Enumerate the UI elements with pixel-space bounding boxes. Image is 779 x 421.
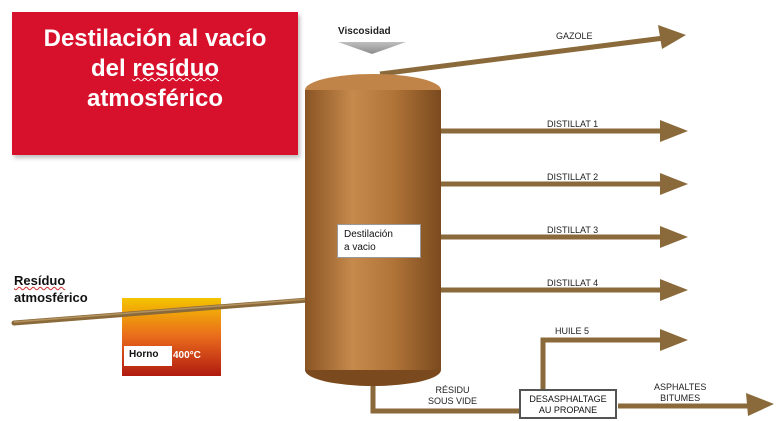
title-box: Destilación al vacío del resíduo atmosfé… [12,12,298,155]
output-label-distillat-1: DISTILLAT 1 [547,119,599,129]
furnace-label: Horno [124,346,172,366]
viscosity-indicator [338,42,406,54]
deasphalting-line-2: AU PROPANE [538,405,598,415]
residue-label-line-2: SOUS VIDE [428,396,478,406]
arrow-asphalt [746,393,774,416]
pipe-residue [370,384,520,414]
feed-label-line-2: atmosférico [14,290,88,305]
feed-pipe-highlight [13,298,309,323]
arrow-distillat-2 [660,173,688,195]
output-label-huile-5: HUILE 5 [555,326,590,336]
feed-label-line-1: Resíduo [14,273,66,288]
output-label-distillat-4: DISTILLAT 4 [547,278,599,288]
title-line-3: atmosférico [86,85,224,112]
output-label-distillat-3: DISTILLAT 3 [547,225,599,235]
title-line-1: Destilación al vacío [43,25,267,52]
asphalt-label: ASPHALTES BITUMES [654,382,706,404]
deasphalting-box: DESASPHALTAGE AU PROPANE [519,389,617,419]
arrow-distillat-3 [660,226,688,248]
viscosity-label: Viscosidad [338,26,391,37]
residue-label-line-1: RÉSIDU [435,385,470,395]
column-label-line-1: Destilación [344,229,393,240]
pipe-huile-5 [540,337,662,390]
furnace-temperature: 400°C [173,350,201,361]
title-line-2-word: resíduo [132,55,220,82]
column-label: Destilación a vacio [337,224,421,258]
output-label-distillat-2: DISTILLAT 2 [547,172,599,182]
arrow-distillat-4 [660,279,688,301]
deasphalting-line-1: DESASPHALTAGE [529,394,607,404]
output-pipes [370,25,774,416]
feed-label: Resíduo atmosférico [14,272,88,306]
residue-label: RÉSIDU SOUS VIDE [428,385,477,407]
arrow-distillat-1 [660,120,688,142]
column-label-line-2: a vacio [344,242,376,253]
output-label-gazole: GAZOLE [556,31,593,41]
title-line-2: del resíduo [12,54,298,84]
arrow-gazole [658,25,686,49]
asphalt-label-line-1: ASPHALTES [654,382,707,392]
pipe-gazole [379,35,665,77]
title-line-2-prefix: del [90,55,133,82]
arrow-huile-5 [660,329,688,351]
feed-pipe [11,297,311,326]
asphalt-label-line-2: BITUMES [660,393,701,403]
